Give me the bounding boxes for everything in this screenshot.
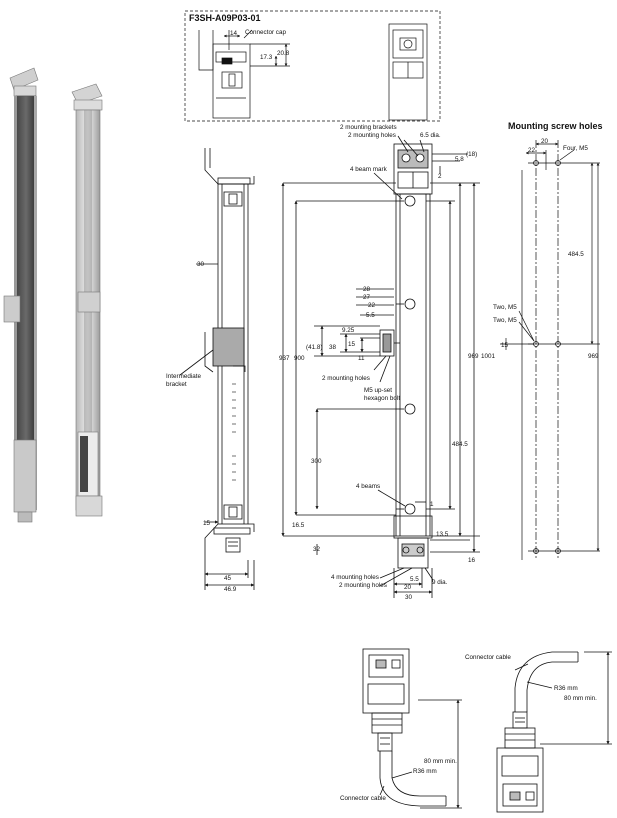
side-m5-bolt-line2: hexagon bolt	[364, 395, 400, 402]
front-dim-15: 15	[203, 520, 211, 527]
side-mounting-holes-2b: 2 mounting holes	[339, 582, 387, 589]
front-view-drawing	[179, 148, 255, 590]
side-dim-32: 32	[313, 546, 321, 553]
front-dim-45: 45	[224, 575, 232, 582]
side-dim-13-5: 13.5	[436, 531, 449, 538]
side-dim-20: 20	[404, 584, 412, 591]
side-dim-900: 900	[294, 355, 305, 362]
side-mounting-brackets: 2 mounting brackets	[340, 124, 397, 131]
inset-dim-17-3: 17.3	[260, 54, 273, 61]
side-dia-9: 9 dia.	[432, 579, 448, 586]
side-dim-2: 2	[438, 173, 442, 180]
connector-cap-inset	[184, 10, 441, 122]
cable-connector-bottom: Connector cable	[340, 795, 386, 802]
cable-r36-bottom: R36 mm	[413, 768, 437, 775]
side-dim-5-5: 5.5	[366, 312, 375, 319]
side-dia-6-5: 6.5 dia.	[420, 132, 441, 139]
side-dim-16: 16	[468, 557, 476, 564]
model-number: F3SH-A09P03-01	[189, 13, 261, 23]
front-dim-46-9: 46.9	[224, 586, 237, 593]
inset-dim-20-8: 20.8	[277, 50, 290, 57]
screw-dim-484-5: 484.5	[568, 251, 584, 258]
side-dim-9-25: 9.25	[342, 327, 355, 334]
side-dim-27: 27	[363, 294, 371, 301]
side-mounting-holes-4: 4 mounting holes	[331, 574, 379, 581]
screw-dim-15: 15	[501, 342, 509, 349]
product-photo-left	[3, 67, 39, 523]
side-mounting-holes-mid: 2 mounting holes	[322, 375, 370, 382]
side-dim-484-5: 484.5	[452, 441, 468, 448]
side-dim-5-8: 5.8	[455, 156, 464, 163]
cable-view-top-bend	[496, 651, 612, 813]
side-beams: 4 beams	[356, 483, 380, 490]
side-dim-1001: 1001	[481, 353, 496, 360]
screw-two-m5-a: Two, M5	[493, 304, 517, 311]
intermediate-bracket-line1: Intermediate	[166, 373, 201, 380]
screw-dim-22: 22	[528, 147, 536, 154]
cable-r36-top: R36 mm	[554, 685, 578, 692]
side-beam-mark: 4 beam mark	[350, 166, 388, 173]
side-dim-22: 22	[368, 302, 376, 309]
side-dim-1: 1	[430, 501, 434, 508]
mounting-screw-holes-heading: Mounting screw holes	[508, 121, 603, 131]
side-dim-16-5: 16.5	[292, 522, 305, 529]
side-dim-969: 969	[468, 353, 479, 360]
screw-holes-drawing	[500, 140, 600, 560]
side-dim-28: 28	[363, 286, 371, 293]
screw-two-m5-b: Two, M5	[493, 317, 517, 324]
side-m5-bolt-line1: M5 up-set	[364, 387, 392, 394]
cable-view-bottom-bend	[362, 648, 462, 809]
screw-dim-20: 20	[541, 138, 549, 145]
side-dim-937: 937	[279, 355, 290, 362]
side-dim-38: 38	[329, 344, 337, 351]
side-dim-41-8: (41.8)	[306, 344, 322, 351]
side-dim-30: 30	[405, 594, 413, 601]
side-mounting-holes-top: 2 mounting holes	[348, 132, 396, 139]
side-dim-5-5b: 5.5	[410, 576, 419, 583]
screw-dim-969: 969	[588, 353, 599, 360]
product-photo-right	[71, 83, 103, 517]
cable-mm80-top: 80 mm min.	[564, 695, 597, 702]
inset-dim-14: 14	[230, 30, 238, 37]
inset-connector-cap-label: Connector cap	[245, 29, 286, 36]
side-dim-18: (18)	[466, 151, 477, 158]
cable-connector-top: Connector cable	[465, 654, 511, 661]
intermediate-bracket-line2: bracket	[166, 381, 187, 388]
screw-four-m5: Four, M5	[563, 145, 588, 152]
cable-mm80-bottom: 80 mm min.	[424, 758, 457, 765]
side-dim-11: 11	[358, 355, 365, 362]
side-dim-15: 15	[348, 341, 356, 348]
front-dim-30: 30	[197, 261, 205, 268]
side-dim-300: 300	[311, 458, 322, 465]
side-view-drawing	[281, 135, 480, 598]
